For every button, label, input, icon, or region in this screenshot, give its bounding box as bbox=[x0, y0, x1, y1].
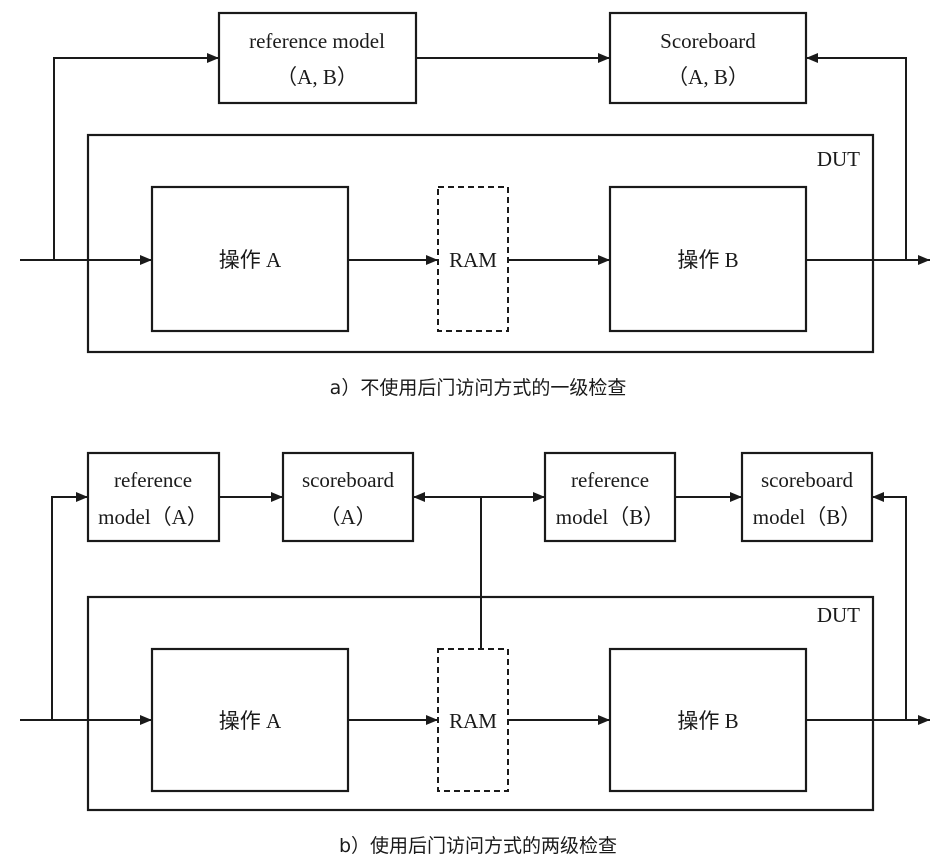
dut-b-label: DUT bbox=[817, 603, 860, 627]
scoreboard-a-box-b bbox=[281, 451, 415, 543]
reference-model-b-line1-b: reference bbox=[571, 468, 649, 492]
input-to-reference-a-arrow-b bbox=[51, 492, 88, 720]
scoreboard-a-line1: Scoreboard bbox=[660, 29, 756, 53]
scoreboard-a-line2: （A, B） bbox=[667, 65, 749, 89]
ram-box-a bbox=[437, 186, 509, 332]
op-a-label-b: 操作 A bbox=[219, 709, 282, 733]
ram-label-a: RAM bbox=[449, 248, 497, 272]
input-to-reference-arrow-a bbox=[53, 53, 219, 260]
diagram-a: DUT reference model （A, B） Scoreboard （A… bbox=[20, 11, 930, 399]
caption-b: b）使用后门访问方式的两级检查 bbox=[339, 835, 617, 857]
reference-model-b-line2-b: model（B） bbox=[556, 505, 665, 529]
reference-model-a-line1: reference model bbox=[249, 29, 385, 53]
op-b-box-a bbox=[608, 185, 808, 333]
op-a-box-a bbox=[150, 185, 350, 333]
reference-model-a-box bbox=[217, 11, 418, 105]
scoreboard-b-line1-b: scoreboard bbox=[761, 468, 854, 492]
reference-model-a-box-b bbox=[86, 451, 221, 543]
ram-label-b: RAM bbox=[449, 709, 497, 733]
caption-a: a）不使用后门访问方式的一级检查 bbox=[330, 377, 627, 399]
reference-model-b-box-b bbox=[543, 451, 677, 543]
scoreboard-a-line1-b: scoreboard bbox=[302, 468, 395, 492]
op-a-label-a: 操作 A bbox=[219, 248, 282, 272]
output-to-scoreboard-b-arrow-b bbox=[872, 492, 907, 720]
reference-model-a-line2: （A, B） bbox=[276, 65, 358, 89]
scoreboard-a-line2-b: （A） bbox=[319, 505, 376, 529]
scoreboard-a-box bbox=[608, 11, 808, 105]
op-a-box-b bbox=[150, 647, 350, 793]
op-b-label-a: 操作 B bbox=[677, 248, 738, 272]
reference-model-a-line1-b: reference bbox=[114, 468, 192, 492]
op-b-label-b: 操作 B bbox=[677, 709, 738, 733]
diagram-b: DUT reference model（A） scoreboard （A） re… bbox=[20, 451, 930, 857]
output-to-scoreboard-arrow-a bbox=[806, 53, 907, 260]
dut-a-label: DUT bbox=[817, 147, 860, 171]
scoreboard-b-line2-b: model（B） bbox=[753, 505, 862, 529]
op-b-box-b bbox=[608, 647, 808, 793]
reference-model-a-line2-b: model（A） bbox=[98, 505, 208, 529]
